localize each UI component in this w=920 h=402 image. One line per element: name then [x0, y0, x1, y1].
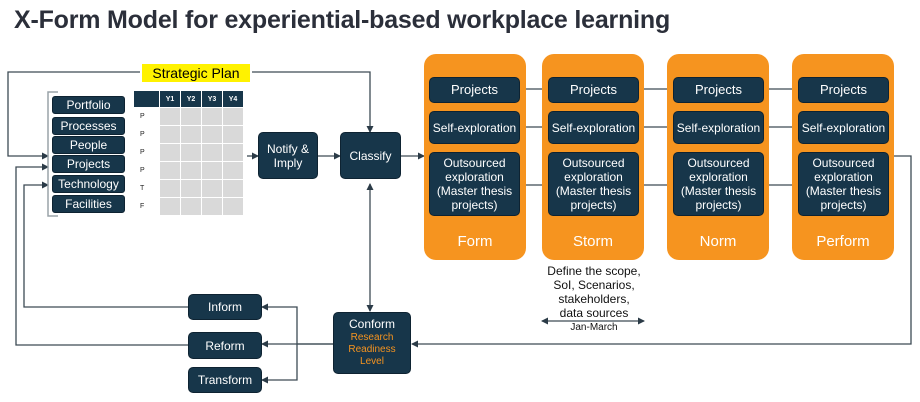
stage-label: Norm	[699, 233, 737, 250]
column-header: Y1	[159, 90, 181, 108]
stage-label: Storm	[572, 233, 613, 250]
table-cell	[159, 143, 181, 162]
table-cell	[159, 161, 181, 180]
stage-label: Form	[457, 233, 493, 250]
classify-node: Classify	[340, 132, 401, 179]
strategic-to-classify	[252, 71, 374, 133]
stage-item-outsourced-exploration: Outsourced exploration (Master thesis pr…	[429, 152, 520, 216]
stage-item-outsourced-exploration: Outsourced exploration (Master thesis pr…	[673, 152, 764, 216]
row-label: T	[133, 179, 160, 198]
table-cell	[180, 125, 202, 144]
table-cell	[180, 143, 202, 162]
row-label: P	[133, 125, 160, 144]
stage-item-projects: Projects	[548, 77, 639, 103]
stage-item-projects: Projects	[798, 77, 889, 103]
strategic-plan-label: Strategic Plan	[142, 64, 250, 82]
table-cell	[180, 179, 202, 198]
stage-item-projects: Projects	[429, 77, 520, 103]
stage-norm: Projects Self-exploration Outsourced exp…	[667, 54, 769, 260]
input-people: People	[52, 136, 125, 154]
table-corner	[133, 90, 160, 108]
row-label: P	[133, 161, 160, 180]
inputs-bracket	[47, 91, 58, 217]
conform-to-inform	[261, 303, 333, 345]
stage-item-projects: Projects	[673, 77, 764, 103]
research-readiness-level: Research Readiness Level	[348, 332, 396, 367]
conform-label: Conform	[348, 317, 395, 331]
table-cell	[222, 143, 244, 162]
input-portfolio: Portfolio	[52, 96, 125, 114]
stage-item-outsourced-exploration: Outsourced exploration (Master thesis pr…	[548, 152, 639, 216]
table-cell	[201, 143, 223, 162]
conform-node: Conform Research Readiness Level	[333, 312, 411, 374]
table-cell	[159, 107, 181, 126]
perform-return	[411, 155, 912, 348]
stage-storm: Projects Self-exploration Outsourced exp…	[542, 54, 644, 260]
strategic-plan-table: Y1 Y2 Y3 Y4 P P P P T F	[133, 90, 244, 216]
page-title: X-Form Model for experiential-based work…	[14, 6, 671, 34]
outer-loop-left	[7, 71, 140, 160]
stage-item-self-exploration: Self-exploration	[673, 111, 764, 144]
input-facilities: Facilities	[52, 195, 125, 213]
table-cell	[222, 179, 244, 198]
input-projects: Projects	[52, 155, 125, 173]
note-line: Define the scope,	[547, 264, 641, 278]
table-cell	[222, 197, 244, 216]
storm-scope-note: Define the scope, SoI, Scenarios, stakeh…	[535, 264, 653, 320]
inform-loop	[23, 181, 188, 308]
table-cell	[201, 179, 223, 198]
table-cell	[222, 161, 244, 180]
table-cell	[201, 125, 223, 144]
note-line: SoI, Scenarios,	[553, 278, 635, 292]
stage-item-self-exploration: Self-exploration	[798, 111, 889, 144]
table-cell	[159, 197, 181, 216]
table-cell	[222, 125, 244, 144]
note-line: data sources	[559, 306, 629, 320]
storm-period: Jan-March	[570, 322, 618, 333]
table-cell	[180, 107, 202, 126]
table-cell	[222, 107, 244, 126]
row-label: P	[133, 143, 160, 162]
column-header: Y2	[180, 90, 202, 108]
table-cell	[201, 161, 223, 180]
row-label: F	[133, 197, 160, 216]
table-cell	[159, 179, 181, 198]
table-cell	[201, 197, 223, 216]
table-cell	[180, 197, 202, 216]
transform-node: Transform	[188, 367, 262, 393]
stage-item-outsourced-exploration: Outsourced exploration (Master thesis pr…	[798, 152, 889, 216]
stage-label: Perform	[816, 233, 870, 250]
stage-form: Projects Self-exploration Outsourced exp…	[424, 54, 526, 260]
conform-to-transform	[261, 344, 298, 384]
table-cell	[201, 107, 223, 126]
stage-item-self-exploration: Self-exploration	[548, 111, 639, 144]
input-processes: Processes	[52, 117, 125, 135]
stage-item-self-exploration: Self-exploration	[429, 111, 520, 144]
note-line: stakeholders,	[558, 292, 630, 306]
table-cell	[159, 125, 181, 144]
column-header: Y3	[201, 90, 223, 108]
row-label: P	[133, 107, 160, 126]
stage-perform: Projects Self-exploration Outsourced exp…	[792, 54, 894, 260]
notify-imply-node: Notify & Imply	[258, 132, 318, 179]
column-header: Y4	[222, 90, 244, 108]
inform-node: Inform	[188, 294, 262, 320]
input-technology: Technology	[52, 175, 125, 193]
reform-node: Reform	[188, 332, 262, 359]
table-cell	[180, 161, 202, 180]
reform-loop	[15, 163, 188, 346]
